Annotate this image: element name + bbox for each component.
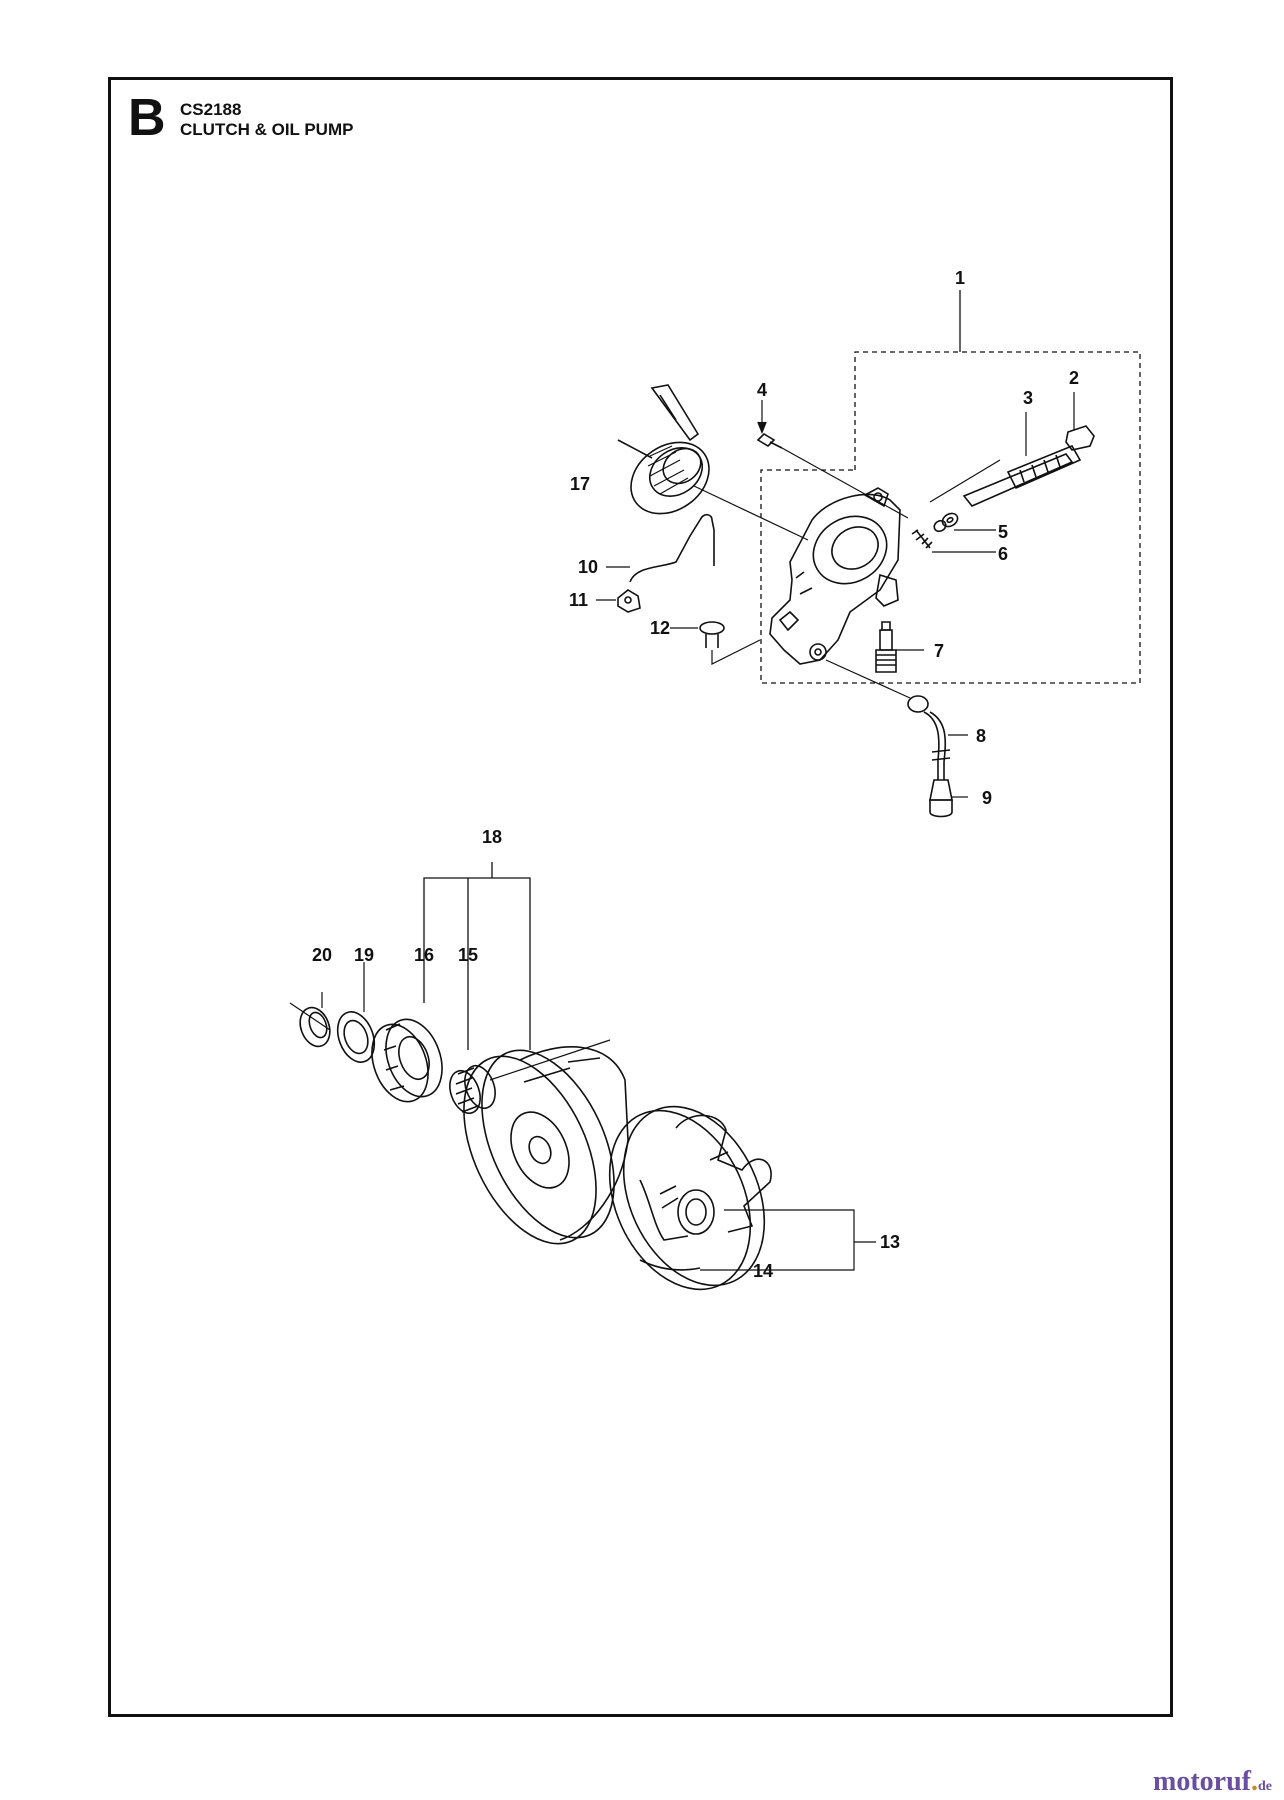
- callout-8: 8: [976, 726, 986, 746]
- callout-5: 5: [998, 522, 1008, 542]
- adjust-screw-part-7: [875, 621, 924, 673]
- callout-14: 14: [753, 1261, 773, 1281]
- callout-11: 11: [569, 590, 588, 610]
- callout-10: 10: [578, 557, 598, 577]
- wire-part-10: [606, 513, 715, 583]
- callout-13: 13: [880, 1232, 900, 1252]
- drawing-frame: [108, 77, 1173, 1717]
- oil-filter-part-9: [929, 779, 968, 818]
- callout-9: 9: [982, 788, 992, 808]
- pump-shaft-part-3: [962, 412, 1082, 507]
- callout-19: 19: [354, 945, 374, 965]
- end-cap-part-2: [1065, 392, 1095, 451]
- callout-4: 4: [757, 380, 767, 400]
- screw-part-12: [670, 621, 761, 665]
- watermark-brand: motoruf: [1153, 1766, 1251, 1797]
- watermark-logo: motoruf.de: [1153, 1768, 1272, 1796]
- washer-part-19: [336, 962, 376, 1063]
- model-number: CS2188: [180, 100, 242, 119]
- callout-3: 3: [1023, 388, 1033, 408]
- clutch-spring-part-14: [639, 1259, 701, 1271]
- oil-hose-part-8: [825, 659, 968, 780]
- washer-spring-parts-5-6: [911, 459, 1001, 553]
- callout-15: 15: [458, 945, 478, 965]
- oil-pump-assembly-boundary: [760, 290, 1141, 684]
- section-letter: B: [128, 89, 166, 147]
- clutch-drum: [463, 1046, 629, 1245]
- rim-sprocket-part-16: [371, 1018, 443, 1103]
- callout-20: 20: [312, 945, 332, 965]
- callout-6: 6: [998, 544, 1008, 564]
- clutch-drum-bracket-18: [423, 862, 531, 1050]
- callout-18: 18: [482, 827, 502, 847]
- callout-2: 2: [1069, 368, 1079, 388]
- circlip-part-20: [289, 992, 331, 1048]
- watermark-dot: .: [1251, 1766, 1258, 1797]
- watermark-tld: de: [1258, 1779, 1272, 1794]
- nut-part-11: [596, 589, 641, 613]
- worm-gear-part: [617, 384, 809, 541]
- callout-16: 16: [414, 945, 434, 965]
- page-title: CLUTCH & OIL PUMP: [180, 120, 354, 139]
- clutch-part-13: [608, 1105, 876, 1291]
- oil-pump-body: [769, 487, 901, 665]
- callout-12: 12: [650, 618, 670, 638]
- callout-7: 7: [934, 641, 944, 661]
- screw-part-4: [756, 400, 909, 519]
- callout-17: 17: [570, 474, 590, 494]
- callout-1: 1: [955, 268, 965, 288]
